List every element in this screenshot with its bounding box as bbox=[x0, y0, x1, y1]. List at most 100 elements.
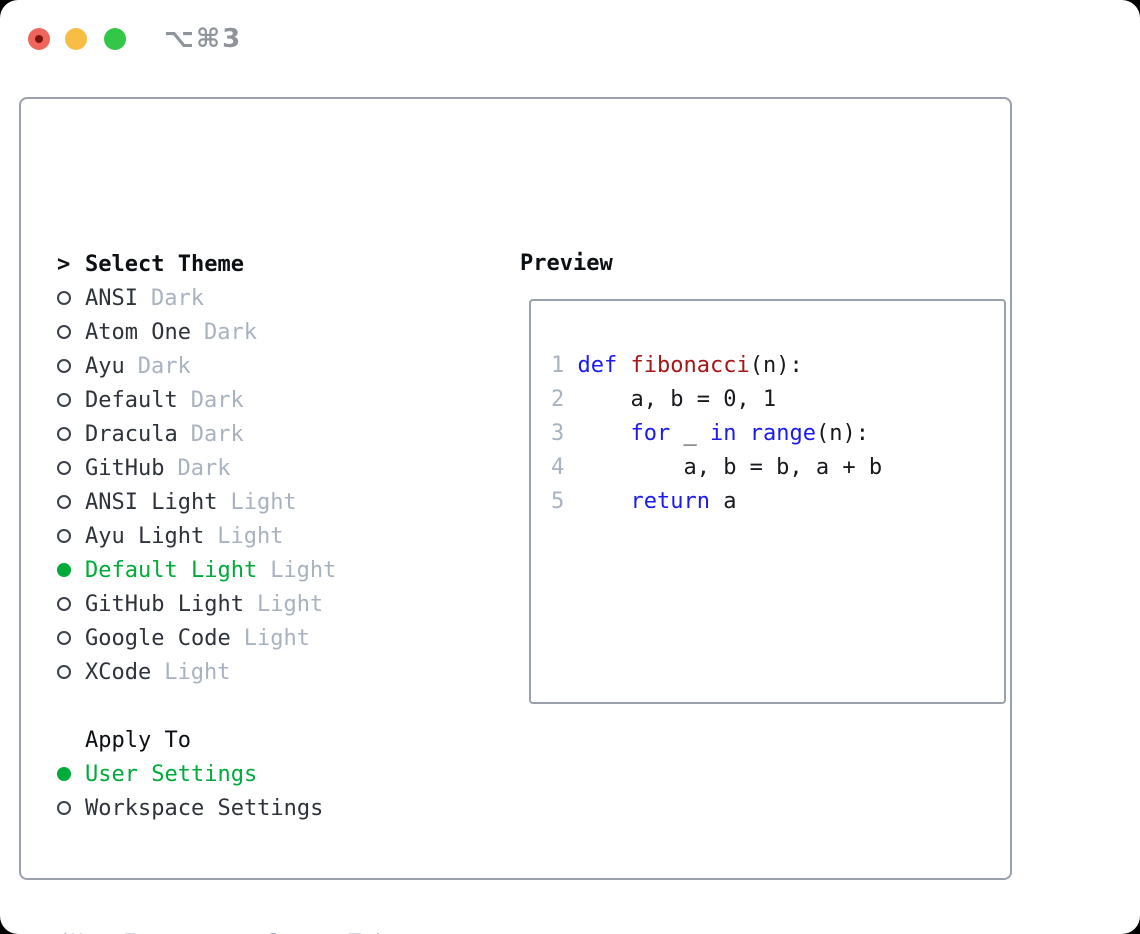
theme-item[interactable]: ANSI Light Light bbox=[57, 485, 336, 519]
theme-variant: Light bbox=[243, 625, 310, 651]
radio-circle-icon bbox=[57, 495, 71, 509]
radio-marker bbox=[57, 563, 85, 577]
theme-variant: Light bbox=[270, 557, 337, 583]
theme-name: Dracula bbox=[85, 421, 178, 447]
radio-marker bbox=[57, 291, 85, 305]
theme-item[interactable]: Google Code Light bbox=[57, 621, 336, 655]
radio-marker bbox=[57, 597, 85, 611]
line-number: 5 bbox=[551, 489, 565, 514]
apply-to-label: Workspace Settings bbox=[85, 795, 324, 821]
minimize-button[interactable] bbox=[65, 28, 87, 50]
code-line: 2 a, b = 0, 1 bbox=[551, 383, 1004, 417]
apply-to-label: User Settings bbox=[85, 761, 258, 787]
code-token bbox=[564, 489, 630, 514]
theme-item[interactable]: Default Light Light bbox=[57, 553, 336, 587]
theme-variant: Dark bbox=[137, 353, 191, 379]
radio-marker bbox=[57, 393, 85, 407]
window-shortcut-label: ⌥⌘3 bbox=[164, 24, 243, 54]
radio-circle-icon bbox=[57, 393, 71, 407]
code-token: for bbox=[630, 421, 671, 446]
theme-variant: Light bbox=[230, 489, 297, 515]
close-button[interactable] bbox=[28, 28, 50, 50]
radio-circle-icon bbox=[57, 461, 71, 475]
hint-line-1: (Use Enter to select, Tab to bbox=[57, 927, 428, 934]
apply-to-option[interactable]: User Settings bbox=[57, 757, 323, 791]
code-token: a bbox=[709, 489, 737, 514]
radio-circle-icon bbox=[57, 767, 71, 781]
cursor-marker: > bbox=[57, 251, 71, 277]
code-token: fibonacci bbox=[630, 353, 750, 378]
radio-circle-icon bbox=[57, 801, 71, 815]
code-line: 5 return a bbox=[551, 485, 1004, 519]
code-token bbox=[736, 421, 749, 446]
code-token: def bbox=[577, 353, 618, 378]
code-token: range bbox=[749, 421, 816, 446]
theme-variant: Dark bbox=[203, 319, 257, 345]
theme-variant: Dark bbox=[190, 421, 244, 447]
theme-item[interactable]: Ayu Dark bbox=[57, 349, 336, 383]
zoom-button[interactable] bbox=[104, 28, 126, 50]
apply-to-option[interactable]: Workspace Settings bbox=[57, 791, 323, 825]
theme-item[interactable]: Dracula Dark bbox=[57, 417, 336, 451]
line-number: 2 bbox=[551, 387, 565, 412]
theme-list-header: > Select Theme bbox=[57, 247, 336, 281]
theme-name: GitHub bbox=[85, 455, 165, 481]
radio-circle-icon bbox=[57, 427, 71, 441]
keyboard-hint: (Use Enter to select, Tab to change focu… bbox=[57, 859, 428, 934]
code-token bbox=[564, 421, 630, 446]
radio-circle-icon bbox=[57, 529, 71, 543]
radio-marker bbox=[57, 495, 85, 509]
radio-circle-icon bbox=[57, 325, 71, 339]
code-token: (n): bbox=[749, 353, 803, 378]
radio-marker bbox=[57, 767, 85, 781]
line-number: 4 bbox=[551, 455, 565, 480]
theme-name: Ayu bbox=[85, 353, 125, 379]
code-line: 3 for _ in range(n): bbox=[551, 417, 1004, 451]
radio-marker bbox=[57, 359, 85, 373]
theme-item[interactable]: GitHub Dark bbox=[57, 451, 336, 485]
radio-marker bbox=[57, 461, 85, 475]
theme-name: ANSI Light bbox=[85, 489, 218, 515]
theme-name: XCode bbox=[85, 659, 152, 685]
theme-name: Default Light bbox=[85, 557, 258, 583]
theme-name: Google Code bbox=[85, 625, 231, 651]
close-dot-icon bbox=[35, 35, 43, 43]
theme-variant: Dark bbox=[177, 455, 231, 481]
theme-variant: Light bbox=[256, 591, 324, 617]
line-number: 1 bbox=[551, 353, 565, 378]
radio-marker bbox=[57, 427, 85, 441]
line-number: 3 bbox=[551, 421, 565, 446]
theme-name: Atom One bbox=[85, 319, 191, 345]
code-token: return bbox=[630, 489, 710, 514]
radio-circle-icon bbox=[57, 291, 71, 305]
preview-heading: Preview bbox=[520, 251, 613, 276]
code-token: _ bbox=[670, 421, 710, 446]
radio-marker bbox=[57, 325, 85, 339]
code-token: in bbox=[709, 421, 737, 446]
theme-variant: Light bbox=[217, 523, 284, 549]
theme-name: ANSI bbox=[85, 285, 138, 311]
code-token bbox=[617, 353, 630, 378]
apply-to-heading: Apply To bbox=[85, 727, 191, 753]
theme-item[interactable]: Atom One Dark bbox=[57, 315, 336, 349]
code-line: 1 def fibonacci(n): bbox=[551, 349, 1004, 383]
code-token bbox=[564, 353, 577, 378]
radio-circle-icon bbox=[57, 563, 71, 577]
radio-circle-icon bbox=[57, 631, 71, 645]
radio-marker bbox=[57, 665, 85, 679]
code-line: 4 a, b = b, a + b bbox=[551, 451, 1004, 485]
code-token: a, b = b, a + b bbox=[564, 455, 883, 480]
radio-marker bbox=[57, 801, 85, 815]
radio-circle-icon bbox=[57, 665, 71, 679]
select-theme-heading: Select Theme bbox=[85, 251, 244, 277]
